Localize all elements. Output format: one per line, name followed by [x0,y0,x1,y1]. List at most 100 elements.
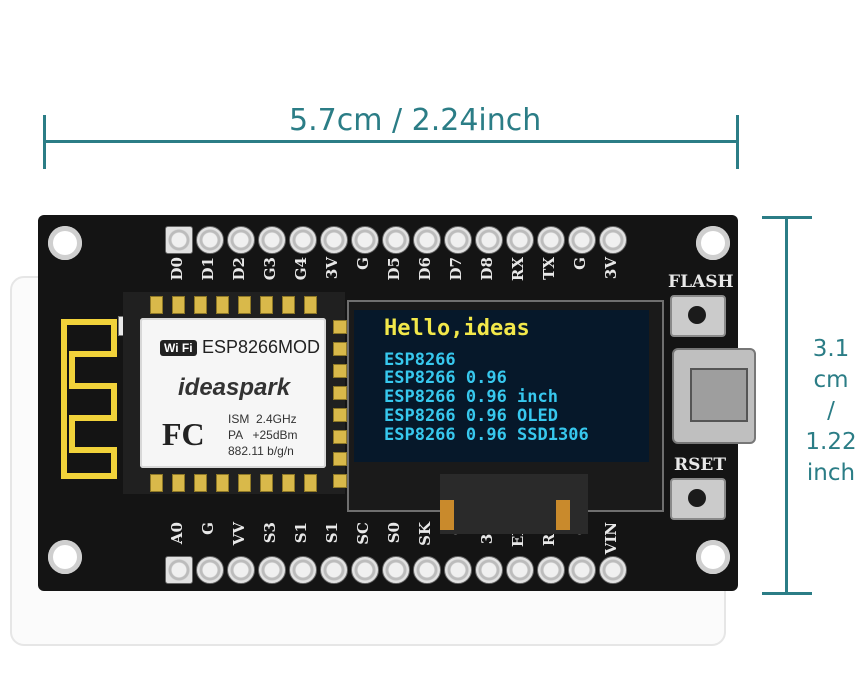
oled-line: ESP8266 0.96 SSD1306 [384,425,589,445]
height-bottom-tick [762,592,812,595]
pin-label: D1 [199,257,217,281]
module-pad [216,296,229,314]
header-pin [537,556,565,584]
pin-label: G3 [261,257,279,281]
header-pin [196,556,224,584]
oled-pad [333,364,347,378]
header-pin [413,226,441,254]
pin-label: 3V [602,257,620,280]
pcb-antenna-icon [61,319,117,479]
module-pad [238,296,251,314]
flash-button[interactable] [670,295,726,337]
module-pad [282,296,295,314]
module-shield: Wi Fi ESP8266MOD ideaspark FC ISM 2.4GHz… [140,318,326,468]
pin-label: D5 [385,257,403,281]
oled-line: ESP8266 0.96 [384,368,507,388]
header-pin [568,226,596,254]
header-pin [165,226,193,254]
header-pin [351,226,379,254]
header-pin [289,226,317,254]
oled-title: Hello,ideas [384,316,530,341]
header-pin [320,226,348,254]
oled-screen: Hello,ideas ESP8266 ESP8266 0.96 ESP8266… [354,310,649,462]
pin-label: RX [509,257,527,282]
flash-label: FLASH [668,272,734,292]
height-label-line: / [827,398,835,424]
height-label: 3.1 cm / 1.22 inch [796,334,866,489]
mounting-hole [48,540,82,574]
width-line [44,140,738,143]
pin-label: A0 [168,522,186,545]
oled-pad [333,342,347,356]
header-pin [351,556,379,584]
pin-label: G [354,257,372,270]
pin-label: VV [230,522,248,546]
header-pin [599,226,627,254]
pin-label: D0 [168,257,186,281]
module-pad [304,296,317,314]
module-pad [260,296,273,314]
header-pin [475,226,503,254]
fcc-logo: FC [162,416,205,452]
oled-line: ESP8266 [384,350,456,370]
header-pin [196,226,224,254]
height-label-line: 3.1 [812,336,850,362]
pin-label: S1 [292,522,310,544]
height-label-line: inch [806,460,856,486]
module-spec-line: PA +25dBm [228,428,298,442]
pin-label: D7 [447,257,465,281]
pin-label: G [571,257,589,270]
width-label: 5.7cm / 2.24inch [289,103,542,138]
oled-pad [333,320,347,334]
header-pin [475,556,503,584]
oled-line: ESP8266 0.96 OLED [384,406,558,426]
header-pin [599,556,627,584]
pin-label: 3V [323,257,341,280]
header-pin [382,226,410,254]
module-pad [304,474,317,492]
pin-label: TX [540,257,558,280]
header-pin [444,556,472,584]
module-pad [150,474,163,492]
module-brand: ideaspark [178,374,291,401]
oled-pad [333,408,347,422]
oled-pad [333,386,347,400]
header-pin [227,556,255,584]
mounting-hole [48,226,82,260]
header-pin [289,556,317,584]
header-pin [537,226,565,254]
pin-label: VIN [602,522,620,555]
pin-label: G4 [292,257,310,281]
module-pad [194,474,207,492]
pin-label: G [199,522,217,535]
flex-connector [440,500,454,530]
width-left-tick [43,115,46,169]
height-label-line: 1.22 [805,429,857,455]
module-pad [194,296,207,314]
oled-pad [333,474,347,488]
header-pin [568,556,596,584]
reset-button[interactable] [670,478,726,520]
module-pad [260,474,273,492]
oled-pad [333,430,347,444]
pin-label: D8 [478,257,496,281]
module-pad [150,296,163,314]
header-pin [506,556,534,584]
pin-label: D2 [230,257,248,281]
header-pin [258,226,286,254]
pin-label: S1 [323,522,341,544]
height-line [785,217,788,594]
module-pad [282,474,295,492]
pin-label: D6 [416,257,434,281]
micro-usb-port[interactable] [672,348,756,444]
module-pad [238,474,251,492]
header-pin [227,226,255,254]
pin-label: S3 [261,522,279,544]
module-pad [172,474,185,492]
module-model: ESP8266MOD [202,337,321,357]
flex-connector [556,500,570,530]
header-pin [165,556,193,584]
mounting-hole [696,226,730,260]
usb-opening [690,368,748,422]
reset-label: RSET [674,455,727,475]
